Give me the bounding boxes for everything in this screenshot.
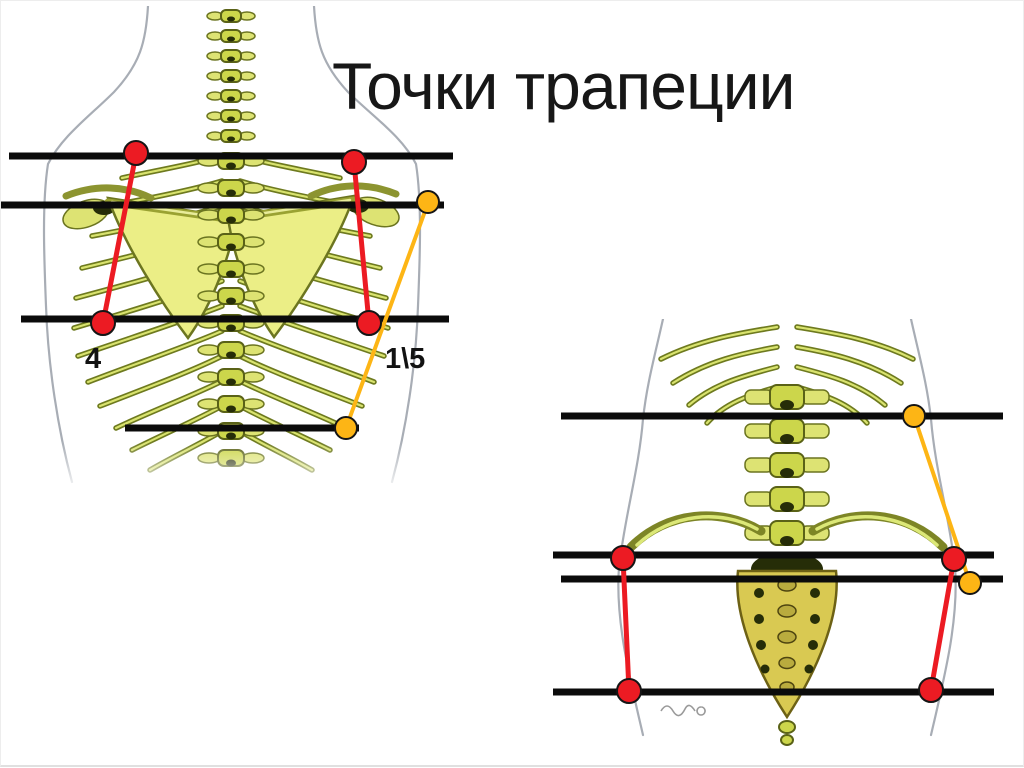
orange-marker-dot — [958, 571, 982, 595]
red-marker-dot — [918, 677, 944, 703]
orange-marker-dot — [902, 404, 926, 428]
orange-connectors — [344, 201, 972, 585]
red-marker-dot — [616, 678, 642, 704]
red-marker-dot — [610, 545, 636, 571]
marker-dots — [90, 140, 982, 704]
red-marker-dot — [356, 310, 382, 336]
coccyx — [778, 720, 796, 734]
red-connector-line — [620, 555, 632, 694]
lower-ribs — [658, 324, 913, 426]
red-connector-line — [928, 556, 957, 693]
artist-signature — [660, 704, 706, 717]
image-bottom-fade — [26, 441, 456, 496]
right-point-ratio-label: 1\5 — [385, 343, 425, 375]
orange-marker-dot — [416, 190, 440, 214]
slide-title: Точки трапеции — [332, 49, 796, 123]
red-marker-dot — [941, 546, 967, 572]
sacrum — [736, 569, 838, 720]
red-connector-line — [351, 159, 372, 326]
red-marker-dot — [341, 149, 367, 175]
pelvis — [626, 511, 948, 746]
red-marker-dot — [123, 140, 149, 166]
guide-lines — [1, 152, 1003, 696]
red-connectors — [100, 151, 957, 694]
red-marker-dot — [90, 310, 116, 336]
lower-back-illustration — [617, 319, 957, 746]
torso-outline — [42, 6, 422, 484]
orange-marker-dot — [334, 416, 358, 440]
left-point-count-label: 4 — [85, 343, 101, 375]
orange-connector-line — [344, 201, 430, 430]
red-connector-line — [100, 151, 139, 326]
